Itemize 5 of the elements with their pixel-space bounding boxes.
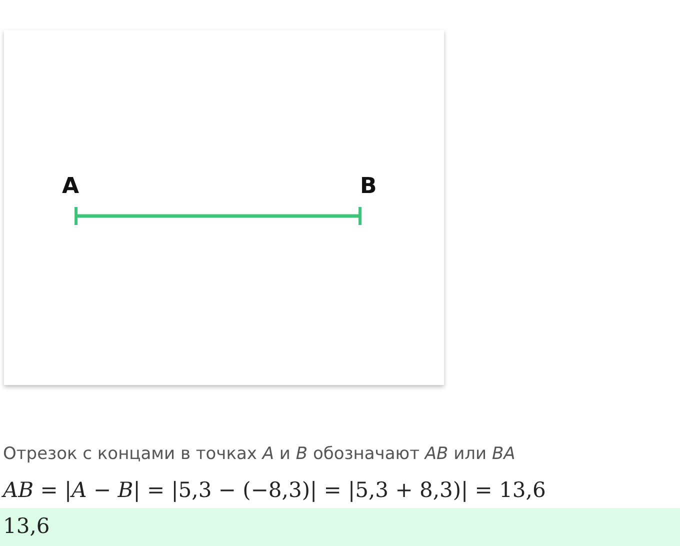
line-segment [74, 206, 362, 226]
answer-text: 13,6 [2, 514, 51, 538]
point-label: B [360, 174, 374, 224]
description-text: Отрезок с концами в точках A и B обозначают AB или BA [2, 444, 516, 464]
formula-text: AB = |A − B| = |5,3 − (−8,3)| = |5,3 + 8,3)| = 13,6 [0, 478, 547, 502]
